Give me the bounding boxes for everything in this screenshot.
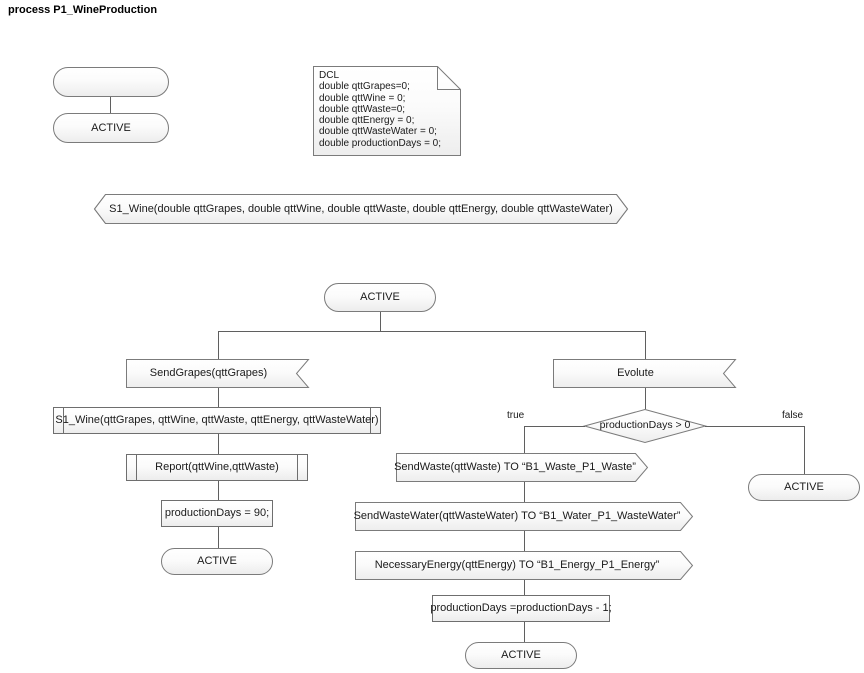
state-active-main[interactable]: ACTIVE xyxy=(324,283,437,313)
procedure-bar-left xyxy=(63,408,64,433)
connector-task-to-active-end xyxy=(524,622,525,642)
input-label: SendGrapes(qttGrapes) xyxy=(149,367,268,380)
procedure-bar-left xyxy=(136,455,137,480)
state-active-false-branch[interactable]: ACTIVE xyxy=(748,474,861,502)
decision-productiondays[interactable]: productionDays > 0 xyxy=(582,408,708,444)
input-shape-icon xyxy=(126,359,310,388)
connector-right-branch-drop xyxy=(645,331,646,359)
connector-false-drop xyxy=(804,426,805,474)
connector-out2-to-out3 xyxy=(524,531,525,551)
signal-declaration-symbol[interactable]: S1_Wine(double qttGrapes, double qttWine… xyxy=(93,194,630,226)
declaration-note[interactable]: DCL double qttGrapes=0; double qttWine =… xyxy=(313,66,463,158)
decision-label: productionDays > 0 xyxy=(599,419,691,432)
state-label: ACTIVE xyxy=(784,481,824,494)
decision-shape-icon xyxy=(582,408,708,444)
state-label: ACTIVE xyxy=(360,291,400,304)
state-active-left-end[interactable]: ACTIVE xyxy=(161,548,274,576)
input-symbol-evolute[interactable]: Evolute xyxy=(553,359,738,390)
procedure-bar-right xyxy=(370,408,371,433)
connector-true-horizontal xyxy=(524,426,585,427)
output-label: SendWasteWater(qttWasteWater) TO “B1_Wat… xyxy=(353,510,681,523)
signal-declaration-label: S1_Wine(double qttGrapes, double qttWine… xyxy=(109,202,613,215)
output-shape-icon xyxy=(355,502,694,531)
connector-left-branch-drop xyxy=(218,331,219,359)
connector-out3-to-task xyxy=(524,580,525,595)
branch-label-false: false xyxy=(782,410,804,421)
procedure-label: Report(qttWine,qttWaste) xyxy=(155,461,279,474)
connector-sendgrapes-to-procedure xyxy=(218,388,219,407)
connector-branch-split xyxy=(218,331,646,332)
start-symbol[interactable] xyxy=(53,67,170,98)
state-label: ACTIVE xyxy=(91,121,131,134)
connector-false-horizontal xyxy=(705,426,804,427)
procedure-call-report[interactable]: Report(qttWine,qttWaste) xyxy=(126,454,309,482)
connector-start-to-active xyxy=(110,97,111,113)
connector-task-to-active xyxy=(218,527,219,548)
task-label: productionDays = 90; xyxy=(164,507,270,520)
output-symbol-sendwastewater[interactable]: SendWasteWater(qttWasteWater) TO “B1_Wat… xyxy=(354,502,695,533)
signal-shape-icon xyxy=(93,194,629,224)
page-title: process P1_WineProduction xyxy=(8,4,158,16)
input-symbol-sendgrapes[interactable]: SendGrapes(qttGrapes) xyxy=(126,359,311,390)
task-decrement-productiondays[interactable]: productionDays =productionDays - 1; xyxy=(430,595,612,623)
procedure-call-s1wine[interactable]: S1_Wine(qttGrapes, qttWine, qttWaste, qt… xyxy=(53,407,382,435)
input-shape-icon xyxy=(553,359,737,388)
output-label: NecessaryEnergy(qttEnergy) TO “B1_Energy… xyxy=(374,559,660,572)
state-label: ACTIVE xyxy=(501,649,541,662)
output-shape-icon xyxy=(355,551,694,580)
output-label: SendWaste(qttWaste) TO “B1_Waste_P1_Wast… xyxy=(394,461,636,474)
procedure-label: S1_Wine(qttGrapes, qttWine, qttWaste, qt… xyxy=(55,414,379,427)
connector-procedure-to-report xyxy=(218,434,219,454)
task-set-productiondays[interactable]: productionDays = 90; xyxy=(161,500,274,528)
output-symbol-sendwaste[interactable]: SendWaste(qttWaste) TO “B1_Waste_P1_Wast… xyxy=(394,453,650,484)
output-symbol-necessaryenergy[interactable]: NecessaryEnergy(qttEnergy) TO “B1_Energy… xyxy=(355,551,695,582)
procedure-bar-right xyxy=(297,455,298,480)
note-shape-icon xyxy=(313,66,461,156)
connector-report-to-task xyxy=(218,481,219,500)
state-active-right-end[interactable]: ACTIVE xyxy=(465,642,578,670)
connector-evolute-to-decision xyxy=(645,388,646,409)
connector-out1-to-out2 xyxy=(524,482,525,502)
connector-true-drop xyxy=(524,426,525,453)
connector-main-stem xyxy=(380,312,381,331)
task-label: productionDays =productionDays - 1; xyxy=(430,602,612,615)
state-active-initial[interactable]: ACTIVE xyxy=(53,113,170,144)
declaration-text: DCL double qttGrapes=0; double qttWine =… xyxy=(319,70,442,149)
branch-label-true: true xyxy=(507,410,525,421)
input-label: Evolute xyxy=(617,367,654,380)
output-shape-icon xyxy=(396,453,649,482)
state-label: ACTIVE xyxy=(197,555,237,568)
